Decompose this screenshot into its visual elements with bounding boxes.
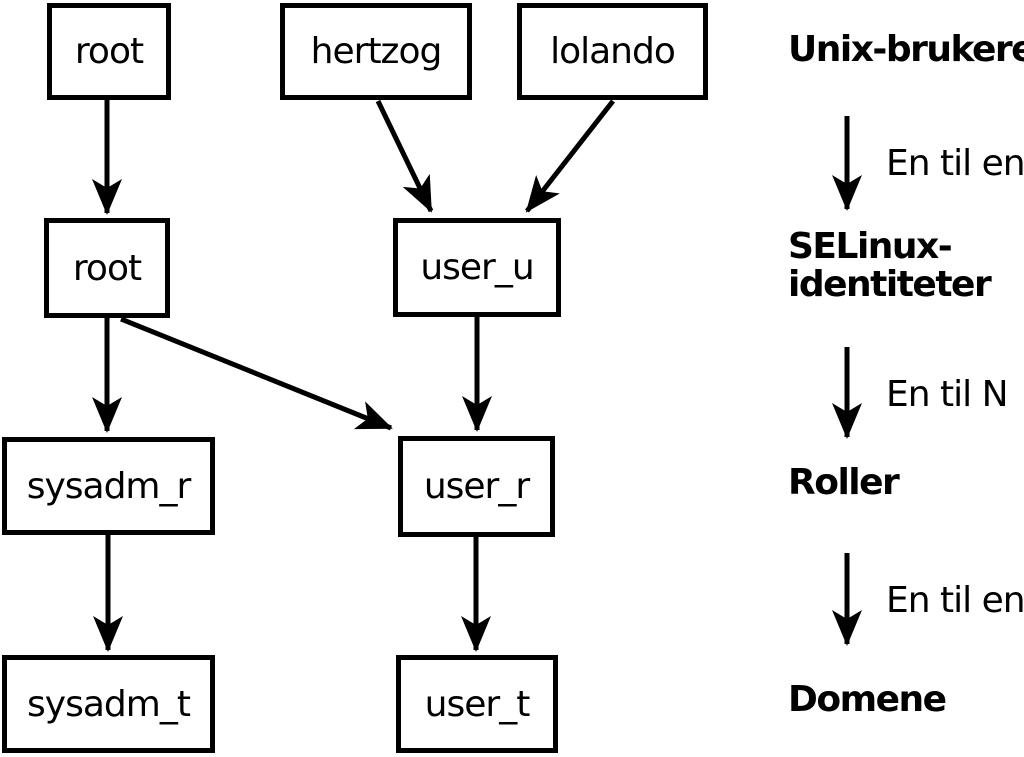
node-domain-user-t-label: user_t	[424, 683, 531, 725]
legend-arrow1-label: En til en	[886, 143, 1024, 184]
edge-hertzog-to-useru	[375, 99, 434, 213]
node-domain-sysadm-t: sysadm_t	[2, 655, 215, 753]
node-unix-root-label: root	[74, 31, 144, 72]
legend-level-roles: Roller	[788, 462, 900, 503]
node-unix-hertzog-label: hertzog	[310, 31, 443, 72]
node-selinux-root: root	[44, 218, 170, 318]
legend-level-selinux-identities: SELinux- identiteter	[788, 226, 992, 305]
node-unix-lolando: lolando	[517, 3, 708, 100]
legend-level-selinux-line2: identiteter	[788, 264, 992, 305]
node-selinux-user-u-label: user_u	[420, 247, 534, 288]
node-role-user-r-label: user_r	[423, 466, 530, 507]
node-selinux-user-u: user_u	[393, 218, 561, 317]
node-role-user-r: user_r	[398, 436, 555, 537]
node-role-sysadm-r: sysadm_r	[2, 437, 215, 535]
legend-level-domains: Domene	[788, 679, 947, 720]
legend-level-selinux-line1: SELinux-	[788, 226, 953, 267]
edge-lolando-to-useru	[525, 99, 615, 213]
node-unix-root: root	[47, 3, 171, 100]
node-unix-hertzog: hertzog	[280, 3, 472, 100]
legend-arrow3-label: En til en	[886, 580, 1024, 621]
node-selinux-root-label: root	[72, 247, 142, 289]
legend-arrow2-label: En til N	[886, 374, 1008, 415]
node-unix-lolando-label: lolando	[550, 31, 676, 72]
node-domain-sysadm-t-label: sysadm_t	[27, 683, 191, 725]
node-domain-user-t: user_t	[396, 655, 558, 753]
edge-selinuxroot-to-userr	[120, 316, 393, 431]
legend-level-unix-users: Unix-brukere	[788, 29, 1024, 70]
node-role-sysadm-r-label: sysadm_r	[26, 465, 192, 507]
